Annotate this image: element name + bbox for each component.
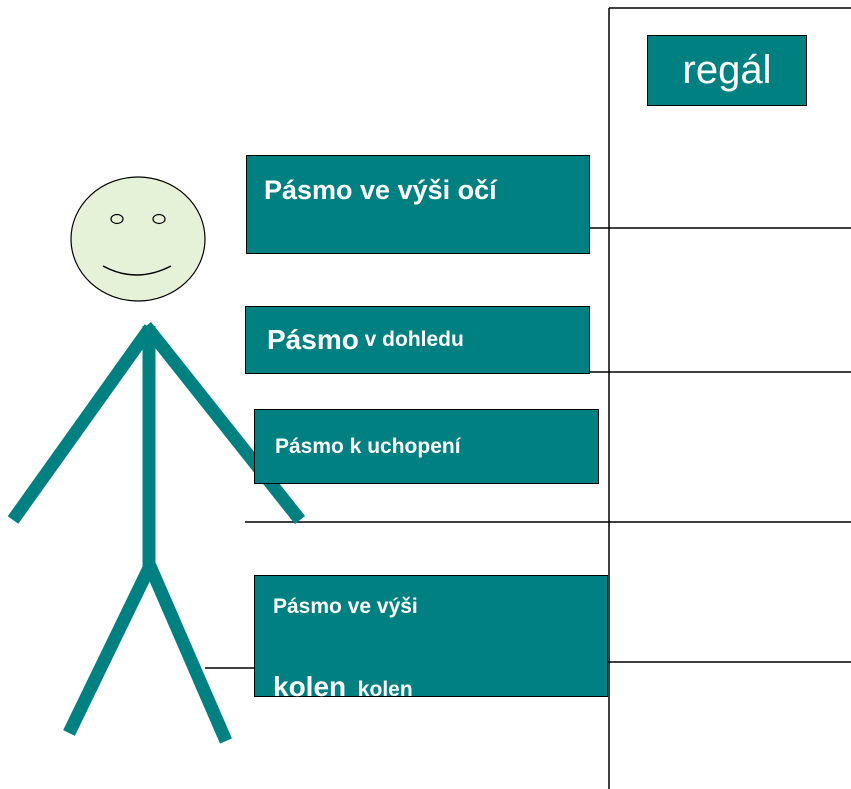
zone-knee-level-label-rest: kolen	[346, 678, 413, 701]
zone-in-sight-box: Pásmo v dohledu	[245, 306, 590, 374]
figure-left-arm	[7, 324, 156, 524]
left-eye	[110, 213, 124, 225]
zone-in-sight-label-rest: v dohledu	[358, 328, 464, 351]
face	[70, 176, 206, 302]
smile	[102, 265, 172, 276]
figure-left-leg	[63, 563, 156, 736]
right-eye	[152, 213, 166, 225]
zone-eye-level-label: Pásmo ve výši očí	[264, 175, 497, 205]
zone-knee-level-label-line1: Pásmo ve výši	[273, 595, 418, 618]
zone-eye-level-box: Pásmo ve výši očí	[246, 155, 590, 254]
zone-knee-level-label-main: kolen	[273, 671, 347, 702]
zone-in-sight-label-main: Pásmo	[267, 324, 359, 355]
zone-knee-level-label-line2: kolen kolen	[273, 671, 413, 703]
figure-right-leg	[144, 563, 232, 744]
shelf-label: regál	[682, 48, 772, 92]
shelf-label-box: regál	[647, 35, 807, 106]
stick-figure	[7, 176, 306, 744]
figure-right-arm	[140, 321, 306, 525]
zone-reach-label: Pásmo k uchopení	[275, 434, 461, 458]
zone-knee-level-box: Pásmo ve výši kolen kolen	[254, 575, 608, 702]
zone-reach-box: Pásmo k uchopení	[254, 409, 599, 484]
